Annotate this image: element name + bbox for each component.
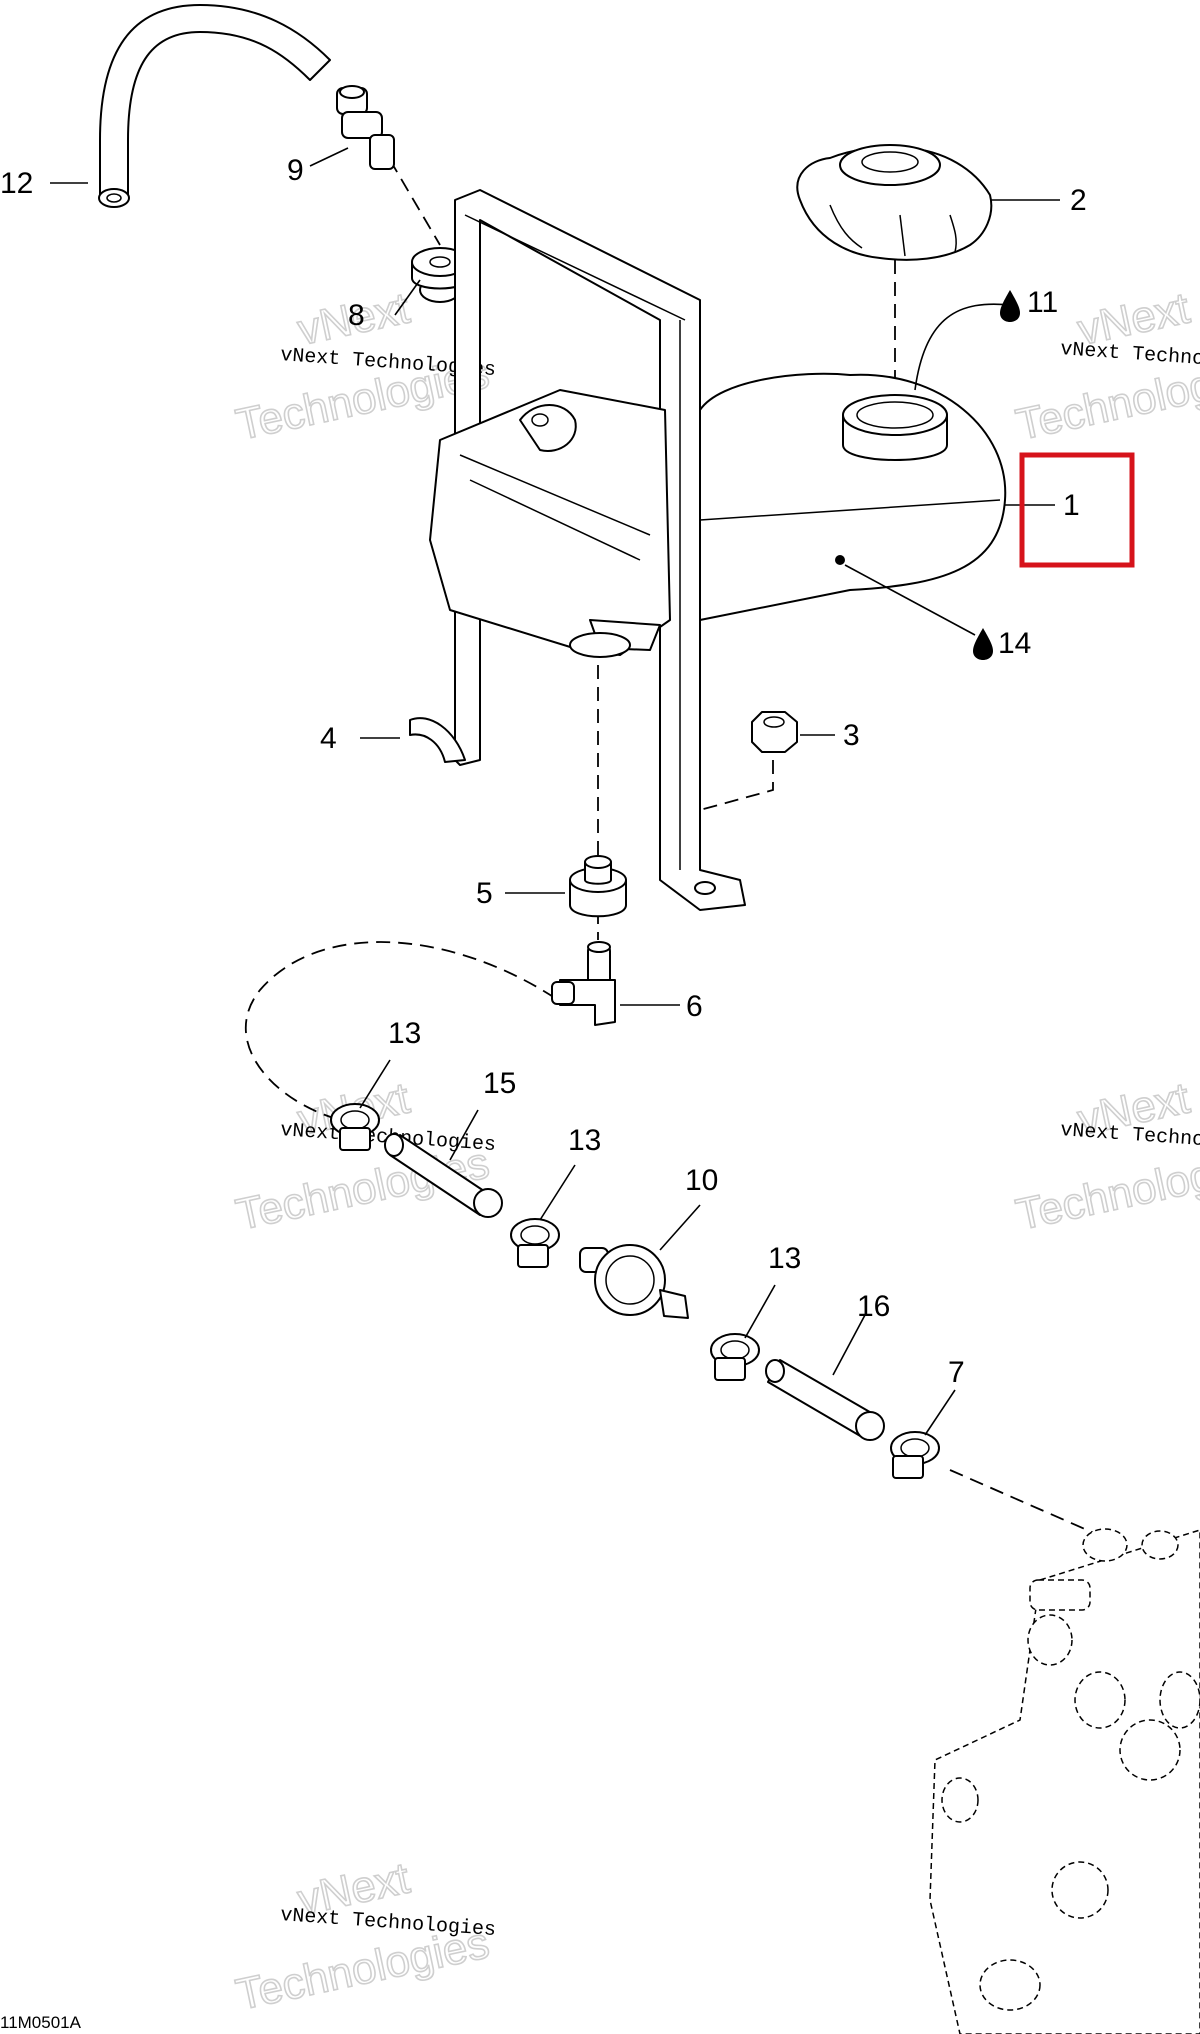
fluid-drop-icon bbox=[973, 628, 993, 660]
fill-point-dot bbox=[835, 555, 845, 565]
callout-2: 2 bbox=[1070, 184, 1087, 217]
reservoir-part-1 bbox=[429, 372, 1007, 658]
callout-6: 6 bbox=[686, 990, 703, 1023]
elbow-part-6 bbox=[551, 941, 616, 1026]
callout-1: 1 bbox=[1063, 489, 1080, 522]
cap-part-2 bbox=[796, 144, 993, 261]
callout-7: 7 bbox=[948, 1356, 965, 1389]
callout-13-middle: 13 bbox=[568, 1124, 601, 1157]
clamp-part-13 bbox=[330, 1103, 380, 1151]
callout-10: 10 bbox=[685, 1164, 718, 1197]
leader-lines bbox=[50, 147, 1060, 1436]
watermark-text: vNext Technologies bbox=[1060, 1119, 1200, 1157]
hose-part-15 bbox=[384, 1133, 503, 1218]
hose-part-16 bbox=[765, 1359, 885, 1441]
grommet-part-5 bbox=[569, 855, 627, 918]
nut-part-3 bbox=[751, 711, 798, 753]
callout-5: 5 bbox=[476, 877, 493, 910]
callout-11: 11 bbox=[1027, 286, 1058, 319]
callout-12: 12 bbox=[0, 167, 33, 200]
callout-labels: 1 2 3 4 5 6 7 8 9 10 11 12 13 13 13 14 1… bbox=[0, 154, 1087, 1389]
callout-9: 9 bbox=[287, 154, 304, 187]
callout-14: 14 bbox=[998, 627, 1031, 660]
valve-part-10 bbox=[579, 1244, 689, 1319]
callout-3: 3 bbox=[843, 719, 860, 752]
oil-pump-ghost bbox=[929, 1528, 1200, 2034]
watermark-text: Technologies bbox=[1012, 1138, 1200, 1239]
bracket-part-4 bbox=[409, 189, 746, 911]
drawing-code: 11M0501A bbox=[0, 2013, 82, 2032]
hose-part-12 bbox=[98, 4, 331, 208]
callout-4: 4 bbox=[320, 722, 337, 755]
clamp-part-13 bbox=[710, 1333, 760, 1381]
clamp-part-7 bbox=[890, 1431, 940, 1479]
callout-13-upper: 13 bbox=[388, 1017, 421, 1050]
fitting-part-9 bbox=[336, 85, 395, 170]
callout-16: 16 bbox=[857, 1290, 890, 1323]
callout-8: 8 bbox=[348, 299, 365, 332]
callout-15: 15 bbox=[483, 1067, 516, 1100]
watermark-text: vNext Technologies bbox=[280, 1904, 497, 1942]
callout-13-lower: 13 bbox=[768, 1242, 801, 1275]
fluid-drop-icon bbox=[1000, 290, 1020, 322]
clamp-part-13 bbox=[510, 1218, 560, 1268]
highlight-box bbox=[1019, 452, 1135, 568]
